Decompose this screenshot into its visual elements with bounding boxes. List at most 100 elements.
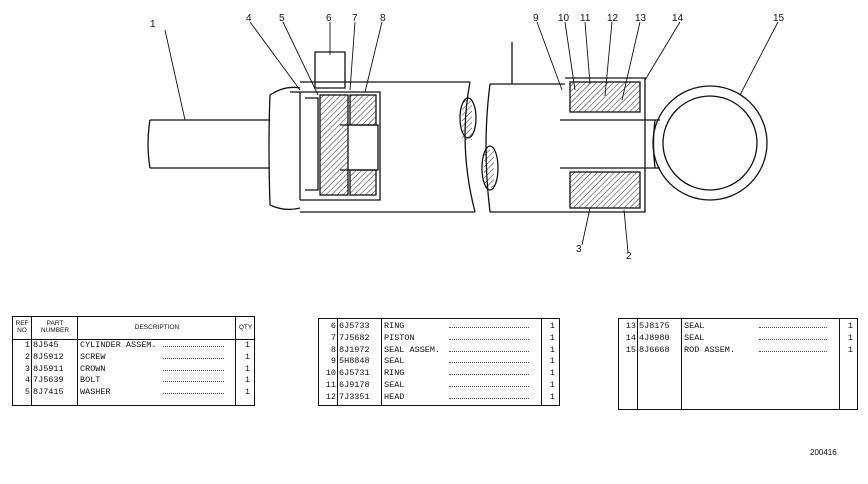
description: WASHER <box>80 387 111 398</box>
quantity: 1 <box>847 344 853 355</box>
ref-number: 9 <box>330 356 336 367</box>
description: HEAD <box>384 391 405 402</box>
callout-1: 1 <box>150 19 156 30</box>
quantity: 1 <box>244 351 250 362</box>
quantity: 1 <box>847 321 853 331</box>
leader-dots <box>163 393 224 395</box>
description: CROWN <box>80 363 106 374</box>
ref-number: 13 <box>625 321 636 331</box>
callout-15: 15 <box>773 13 785 24</box>
description: BOLT <box>80 375 101 386</box>
header-part-number: PART NUMBER <box>40 320 70 334</box>
cylinder-body-left <box>300 81 477 213</box>
callout-13: 13 <box>635 13 647 24</box>
description: ROD ASSEM. <box>684 344 736 355</box>
quantity: 1 <box>847 332 853 343</box>
callout-8: 8 <box>380 13 386 24</box>
description: SEAL <box>684 332 705 343</box>
leader-dots <box>163 369 224 371</box>
leader-dots <box>759 327 827 328</box>
head-section <box>560 77 660 213</box>
quantity: 1 <box>549 368 555 379</box>
leader-dots <box>163 381 224 383</box>
part-number: 8J5911 <box>33 363 64 374</box>
ref-number: 2 <box>24 351 30 362</box>
part-number: 6J5733 <box>339 321 370 331</box>
description: SEAL <box>384 356 405 367</box>
description: RING <box>384 368 405 379</box>
ref-number: 10 <box>325 368 336 379</box>
header-qty: QTY <box>238 324 253 331</box>
part-number: 5J8175 <box>639 321 670 331</box>
ref-number: 7 <box>330 332 336 343</box>
description: PISTON <box>384 332 415 343</box>
leader-dots <box>449 397 529 399</box>
part-number: 7J3351 <box>339 391 370 402</box>
hydraulic-cylinder-drawing <box>147 21 779 253</box>
ref-number: 1 <box>24 340 30 350</box>
callout-6: 6 <box>326 13 332 24</box>
cylinder-body-right <box>481 42 565 213</box>
rod-eye <box>652 85 768 201</box>
quantity: 1 <box>549 391 555 402</box>
leader-dots <box>163 346 224 347</box>
callout-14: 14 <box>672 13 684 24</box>
callout-5: 5 <box>279 13 285 24</box>
part-number: 7J5639 <box>33 375 64 386</box>
leader-dots <box>449 385 529 387</box>
leader-dots <box>449 338 529 340</box>
leader-dots <box>449 327 529 328</box>
part-number: 7J5682 <box>339 332 370 343</box>
ref-number: 4 <box>24 375 30 386</box>
quantity: 1 <box>549 332 555 343</box>
ref-number: 14 <box>625 332 636 343</box>
description: RING <box>384 321 405 331</box>
quantity: 1 <box>549 356 555 367</box>
ref-number: 12 <box>325 391 336 402</box>
parts-table-header: REF NO PART NUMBER DESCRIPTION QTY <box>13 317 254 340</box>
part-number: 8J5912 <box>33 351 64 362</box>
leader-dots <box>449 362 529 364</box>
header-ref-no: REF NO <box>15 320 29 334</box>
callout-2: 2 <box>626 251 632 262</box>
quantity: 1 <box>244 375 250 386</box>
rod-end <box>147 86 301 211</box>
callout-12: 12 <box>607 13 619 24</box>
quantity: 1 <box>549 344 555 355</box>
part-number: 8J1972 <box>339 344 370 355</box>
leader-lines <box>164 21 779 253</box>
callout-9: 9 <box>533 13 539 24</box>
part-number: 8J545 <box>33 340 59 350</box>
callout-11: 11 <box>580 13 591 24</box>
quantity: 1 <box>549 379 555 390</box>
part-number: 6J9178 <box>339 379 370 390</box>
ref-number: 3 <box>24 363 30 374</box>
header-description: DESCRIPTION <box>134 324 180 331</box>
callout-7: 7 <box>352 13 358 24</box>
part-number: 8J7415 <box>33 387 64 398</box>
part-number: 6J5731 <box>339 368 370 379</box>
leader-dots <box>449 374 529 376</box>
drawing-number: 200416 <box>810 448 837 457</box>
quantity: 1 <box>549 321 555 331</box>
leader-dots <box>759 350 827 352</box>
callout-10: 10 <box>558 13 570 24</box>
piston-section <box>290 51 381 201</box>
callout-3: 3 <box>576 244 582 255</box>
ref-number: 8 <box>330 344 336 355</box>
callout-4: 4 <box>246 13 252 24</box>
part-number: 8J6668 <box>639 344 670 355</box>
